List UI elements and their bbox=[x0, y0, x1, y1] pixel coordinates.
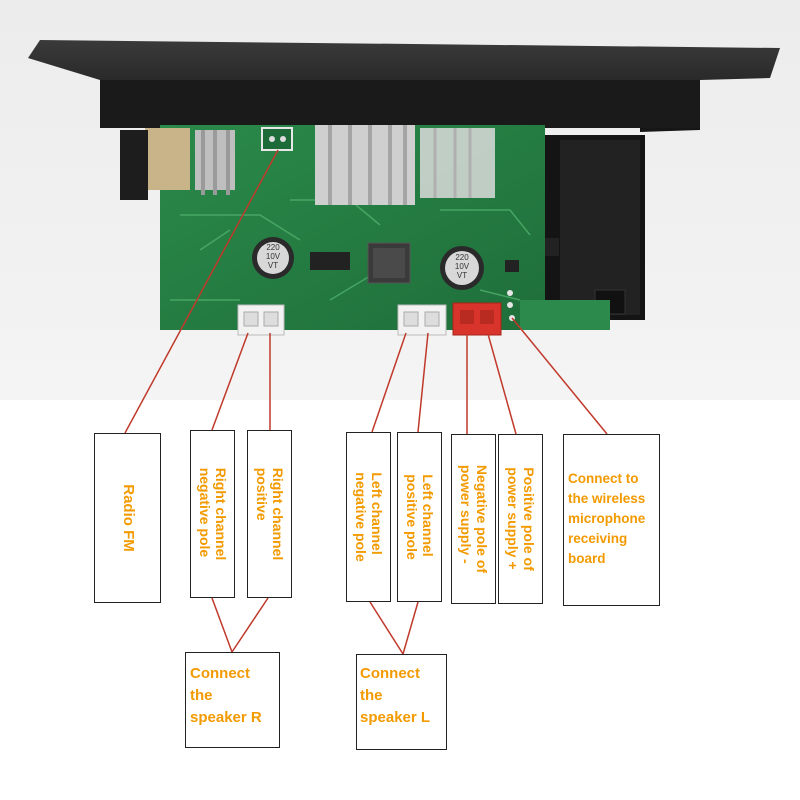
label-box-power-pos: Positive pole of power supply + bbox=[498, 434, 543, 604]
line-left-neg bbox=[371, 332, 407, 433]
line-right-neg bbox=[211, 332, 249, 431]
line-radio-fm bbox=[124, 149, 279, 434]
label-left-pos: Left channel positive pole bbox=[403, 474, 436, 560]
svg-text:220: 220 bbox=[266, 243, 280, 252]
line-speaker-r-a bbox=[211, 597, 233, 653]
diode-chip bbox=[310, 252, 350, 270]
label-box-speaker-l: Connect the speaker L bbox=[356, 654, 447, 750]
power-connector bbox=[452, 302, 502, 336]
label-speaker-l: Connect the speaker L bbox=[360, 665, 431, 726]
line-power-pos bbox=[487, 333, 517, 435]
label-box-left-neg: Left channel negative pole bbox=[346, 432, 391, 602]
label-right-pos: Right channel positive bbox=[253, 467, 286, 561]
svg-text:10V: 10V bbox=[455, 262, 470, 271]
label-wireless-mic: Connect to the wireless microphone recei… bbox=[568, 471, 646, 566]
panel-lower-body bbox=[100, 80, 700, 128]
speaker-l-connector bbox=[397, 304, 447, 336]
label-box-right-neg: Right channel negative pole bbox=[190, 430, 235, 598]
line-speaker-l-b bbox=[402, 601, 419, 655]
line-wireless bbox=[511, 317, 608, 435]
usb-port bbox=[145, 128, 190, 190]
label-left-neg: Left channel negative pole bbox=[352, 472, 385, 562]
fm-antenna-pad bbox=[261, 127, 293, 151]
svg-text:220: 220 bbox=[455, 253, 469, 262]
label-power-pos: Positive pole of power supply + bbox=[504, 467, 537, 571]
svg-text:VT: VT bbox=[268, 261, 278, 270]
side-module-face bbox=[560, 140, 640, 315]
label-box-power-neg: Negative pole of power supply - bbox=[451, 434, 496, 604]
label-box-radio-fm: Radio FM bbox=[94, 433, 161, 603]
svg-text:10V: 10V bbox=[266, 252, 281, 261]
capacitor-right: 220 10V VT bbox=[440, 246, 484, 290]
label-speaker-r: Connect the speaker R bbox=[190, 665, 262, 726]
label-box-speaker-r: Connect the speaker R bbox=[185, 652, 280, 748]
label-box-wireless-mic: Connect to the wireless microphone recei… bbox=[563, 434, 660, 606]
label-box-right-pos: Right channel positive bbox=[247, 430, 292, 598]
line-left-pos bbox=[417, 332, 429, 433]
label-power-neg: Negative pole of power supply - bbox=[457, 464, 490, 574]
speaker-r-connector bbox=[237, 304, 285, 336]
label-box-left-pos: Left channel positive pole bbox=[397, 432, 442, 602]
line-speaker-r-b bbox=[231, 597, 269, 653]
label-right-neg: Right channel negative pole bbox=[196, 467, 229, 561]
label-radio-fm: Radio FM bbox=[119, 484, 137, 552]
module-photo: 220 10V VT 220 10V VT bbox=[0, 0, 800, 400]
line-speaker-l-a bbox=[369, 601, 404, 655]
capacitor-left: 220 10V VT bbox=[252, 237, 294, 279]
svg-text:VT: VT bbox=[457, 271, 467, 280]
